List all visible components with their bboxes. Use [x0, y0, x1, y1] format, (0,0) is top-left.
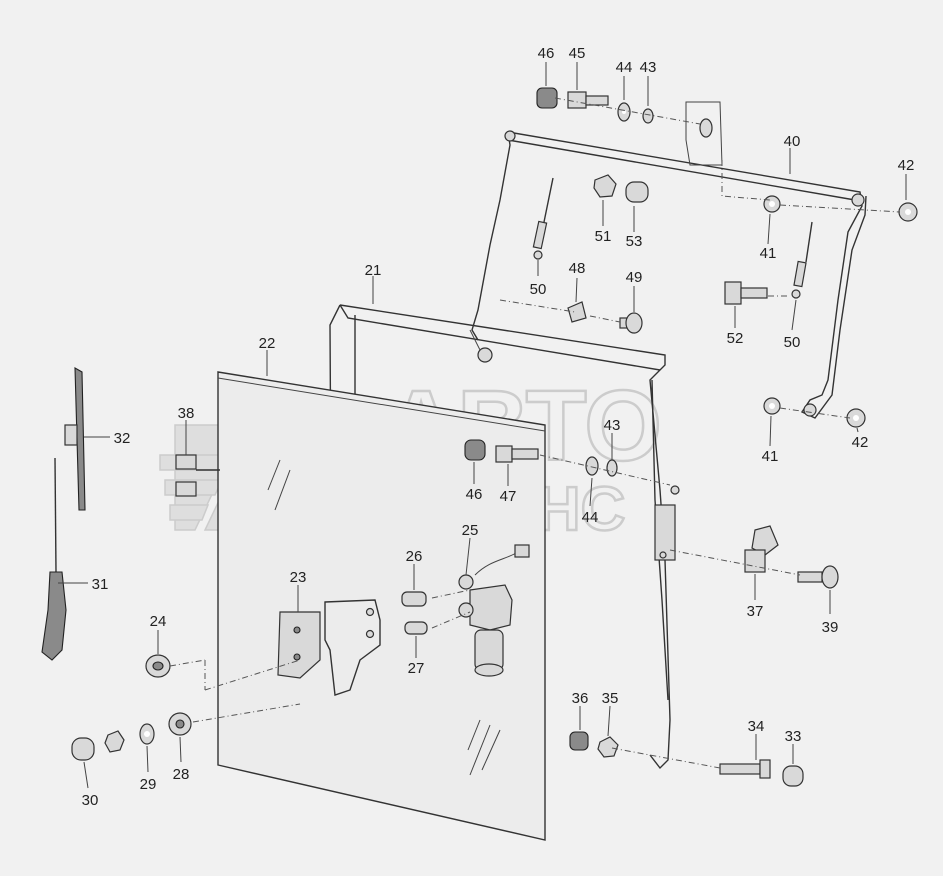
callout-34: 34	[748, 718, 765, 735]
bushing-42-top	[898, 202, 918, 222]
callout-50-right: 50	[784, 334, 801, 351]
bolt-45	[567, 91, 609, 109]
callout-29: 29	[140, 776, 157, 793]
callout-27: 27	[408, 660, 425, 677]
washer-44-top	[617, 102, 631, 122]
callout-22: 22	[259, 335, 276, 352]
latch-38	[175, 454, 220, 497]
cap-33	[782, 765, 804, 787]
washer-43-mid	[606, 459, 618, 477]
callout-44-top: 44	[616, 59, 633, 76]
gas-strut-50-left	[532, 177, 554, 260]
callout-38: 38	[178, 405, 195, 422]
callout-41-top: 41	[760, 245, 777, 262]
callout-labels: 46 45 44 43 40 42 51 53 41 48 49 50 52 5…	[82, 45, 915, 809]
clip-48	[567, 301, 587, 323]
wiper-arm-31	[41, 457, 67, 661]
washer-44-mid	[585, 456, 599, 476]
bolt-34	[719, 759, 771, 779]
callout-43-top: 43	[640, 59, 657, 76]
pin-49	[619, 312, 643, 334]
hinge-plate-23	[277, 599, 381, 696]
leader-lines	[58, 62, 907, 789]
nut-51	[593, 174, 617, 198]
callout-37: 37	[747, 603, 764, 620]
callout-45: 45	[569, 45, 586, 62]
cap-nut-46-mid	[464, 439, 486, 461]
callout-40: 40	[784, 133, 801, 150]
bushing-28	[168, 712, 192, 736]
bolt-47	[495, 445, 539, 463]
wiper-motor-25	[458, 544, 530, 677]
callout-39: 39	[822, 619, 839, 636]
spacer-27	[404, 621, 428, 635]
cap-nut-30	[71, 737, 95, 761]
bushing-41-bottom	[763, 397, 781, 415]
callout-42-top: 42	[898, 157, 915, 174]
nut-hex-30b	[104, 730, 125, 753]
callout-43-mid: 43	[604, 417, 621, 434]
callout-35: 35	[602, 690, 619, 707]
callout-46-top: 46	[538, 45, 555, 62]
callout-26: 26	[406, 548, 423, 565]
callout-44-mid: 44	[582, 509, 599, 526]
washer-43-top	[642, 108, 654, 124]
lock-37	[744, 525, 779, 573]
cap-nut-46-top	[536, 87, 558, 109]
wiper-blade-32	[64, 367, 86, 511]
nut-35	[597, 736, 619, 758]
callout-48: 48	[569, 260, 586, 277]
callout-51: 51	[595, 228, 612, 245]
washer-29	[139, 723, 155, 745]
callout-23: 23	[290, 569, 307, 586]
gas-strut-50-right	[791, 221, 813, 299]
callout-52: 52	[727, 330, 744, 347]
glass-panel-22	[217, 371, 546, 841]
callout-42-bottom: 42	[852, 434, 869, 451]
callout-32: 32	[114, 430, 131, 447]
spacer-26	[401, 591, 427, 607]
upper-frame-40	[471, 101, 867, 419]
bolt-52	[724, 281, 768, 305]
callout-24: 24	[150, 613, 167, 630]
callout-25: 25	[462, 522, 479, 539]
callout-31: 31	[92, 576, 109, 593]
callout-28: 28	[173, 766, 190, 783]
screw-39	[797, 565, 839, 589]
callout-49: 49	[626, 269, 643, 286]
callout-33: 33	[785, 728, 802, 745]
callout-36: 36	[572, 690, 589, 707]
callout-46-mid: 46	[466, 486, 483, 503]
callout-53: 53	[626, 233, 643, 250]
callout-47: 47	[500, 488, 517, 505]
cap-nut-53	[625, 181, 649, 203]
callout-30: 30	[82, 792, 99, 809]
cap-nut-36	[569, 731, 589, 751]
centerlines	[169, 97, 901, 769]
callout-41-bottom: 41	[762, 448, 779, 465]
callout-50-left: 50	[530, 281, 547, 298]
callout-21: 21	[365, 262, 382, 279]
bushing-41-top	[763, 195, 781, 213]
bushing-24	[145, 654, 171, 678]
